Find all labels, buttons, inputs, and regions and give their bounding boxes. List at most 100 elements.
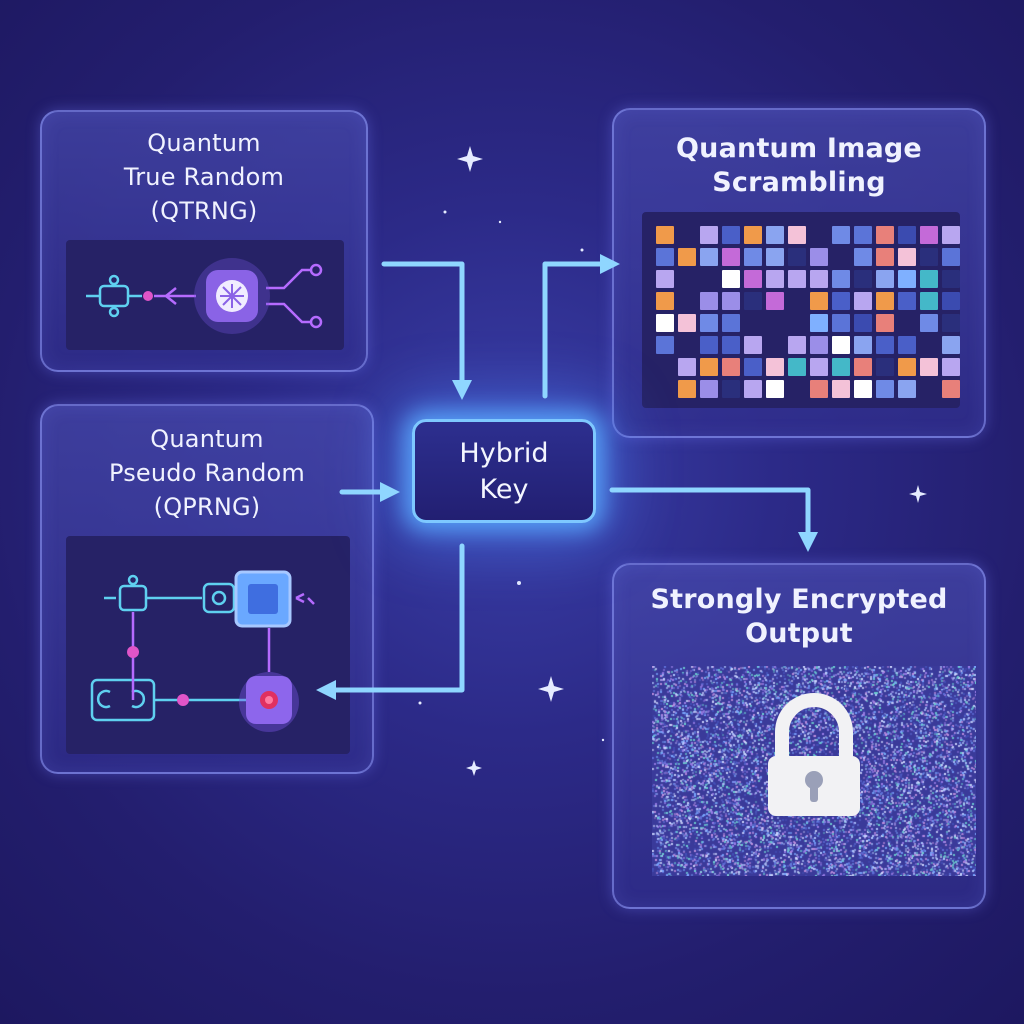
pixel-cell xyxy=(766,358,784,376)
circuit-icon xyxy=(86,258,323,334)
pixel-cell xyxy=(942,380,960,398)
pixel-cell xyxy=(942,248,960,266)
pixel-cell xyxy=(810,248,828,266)
pixel-cell xyxy=(942,314,960,332)
pixel-cell xyxy=(810,226,828,244)
pixel-cell xyxy=(876,270,894,288)
pixel-cell xyxy=(920,270,938,288)
pixel-cell xyxy=(766,336,784,354)
pixel-cell xyxy=(876,358,894,376)
pixel-cell xyxy=(722,248,740,266)
pixel-cell xyxy=(898,358,916,376)
pixel-cell xyxy=(832,336,850,354)
pixel-cell xyxy=(788,358,806,376)
pixel-cell xyxy=(898,336,916,354)
pixel-cell xyxy=(810,358,828,376)
pixel-cell xyxy=(920,314,938,332)
pixel-cell xyxy=(744,292,762,310)
pixel-cell xyxy=(854,270,872,288)
pixel-cell xyxy=(766,292,784,310)
pixel-cell xyxy=(656,270,674,288)
pixel-cell xyxy=(766,248,784,266)
pixel-cell xyxy=(876,380,894,398)
pixel-cell xyxy=(656,314,674,332)
pixel-cell xyxy=(700,226,718,244)
output-title: Strongly Encrypted Output xyxy=(650,584,948,649)
pixel-cell xyxy=(722,314,740,332)
pixel-cell xyxy=(810,270,828,288)
pixel-cell xyxy=(788,336,806,354)
pixel-cell xyxy=(942,226,960,244)
pixel-cell xyxy=(788,270,806,288)
pixel-cell xyxy=(744,270,762,288)
pixel-cell xyxy=(656,336,674,354)
pixel-cell xyxy=(700,358,718,376)
pixel-cell xyxy=(656,358,674,376)
pixel-cell xyxy=(788,292,806,310)
pixel-cell xyxy=(920,248,938,266)
pixel-cell xyxy=(832,380,850,398)
qtrng-title: Quantum True Random (QTRNG) xyxy=(123,129,285,225)
pixel-cell xyxy=(832,270,850,288)
pixel-cell xyxy=(678,248,696,266)
pixel-cell xyxy=(942,292,960,310)
pixel-cell xyxy=(942,270,960,288)
qtrng-circuit xyxy=(66,240,344,350)
encrypted-noise xyxy=(652,666,976,876)
sparkle-icon xyxy=(457,146,483,172)
scrambled-pixel-grid xyxy=(656,226,960,398)
pixel-cell xyxy=(854,314,872,332)
pixel-cell xyxy=(810,292,828,310)
pixel-cell xyxy=(920,226,938,244)
pixel-cell xyxy=(722,336,740,354)
pixel-cell xyxy=(898,380,916,398)
pixel-cell xyxy=(766,314,784,332)
quantum-chip-icon xyxy=(194,258,270,334)
pixel-cell xyxy=(700,248,718,266)
pixel-cell xyxy=(788,380,806,398)
pixel-cell xyxy=(722,292,740,310)
quantum-chip-icon xyxy=(234,570,299,732)
pixel-cell xyxy=(766,226,784,244)
hybrid-key-label: Hybrid Key xyxy=(459,438,549,505)
pixel-cell xyxy=(854,248,872,266)
sparkle-icon xyxy=(538,676,564,702)
qprng-title: Quantum Pseudo Random (QPRNG) xyxy=(108,425,306,521)
pixel-cell xyxy=(898,314,916,332)
pixel-cell xyxy=(744,358,762,376)
pixel-cell xyxy=(722,358,740,376)
pixel-cell xyxy=(920,336,938,354)
pixel-cell xyxy=(744,226,762,244)
pixel-cell xyxy=(678,270,696,288)
pixel-cell xyxy=(678,336,696,354)
circuit-icon xyxy=(90,570,315,732)
pixel-cell xyxy=(722,380,740,398)
pixel-cell xyxy=(854,358,872,376)
pixel-cell xyxy=(700,336,718,354)
pixel-cell xyxy=(766,270,784,288)
pixel-cell xyxy=(678,226,696,244)
qprng-panel: Quantum Pseudo Random (QPRNG) xyxy=(40,404,374,774)
pixel-cell xyxy=(876,226,894,244)
pixel-cell xyxy=(876,248,894,266)
pixel-cell xyxy=(788,248,806,266)
pixel-cell xyxy=(766,380,784,398)
pixel-cell xyxy=(854,292,872,310)
pixel-cell xyxy=(832,358,850,376)
pixel-cell xyxy=(920,380,938,398)
pixel-cell xyxy=(898,226,916,244)
pixel-cell xyxy=(854,226,872,244)
pixel-cell xyxy=(810,336,828,354)
hybrid-key-box: Hybrid Key xyxy=(412,419,596,523)
pixel-cell xyxy=(700,292,718,310)
pixel-cell xyxy=(898,292,916,310)
pixel-cell xyxy=(920,292,938,310)
pixel-cell xyxy=(700,380,718,398)
pixel-cell xyxy=(876,292,894,310)
pixel-cell xyxy=(876,314,894,332)
pixel-cell xyxy=(656,226,674,244)
pixel-cell xyxy=(898,248,916,266)
pixel-cell xyxy=(854,336,872,354)
pixel-cell xyxy=(700,270,718,288)
